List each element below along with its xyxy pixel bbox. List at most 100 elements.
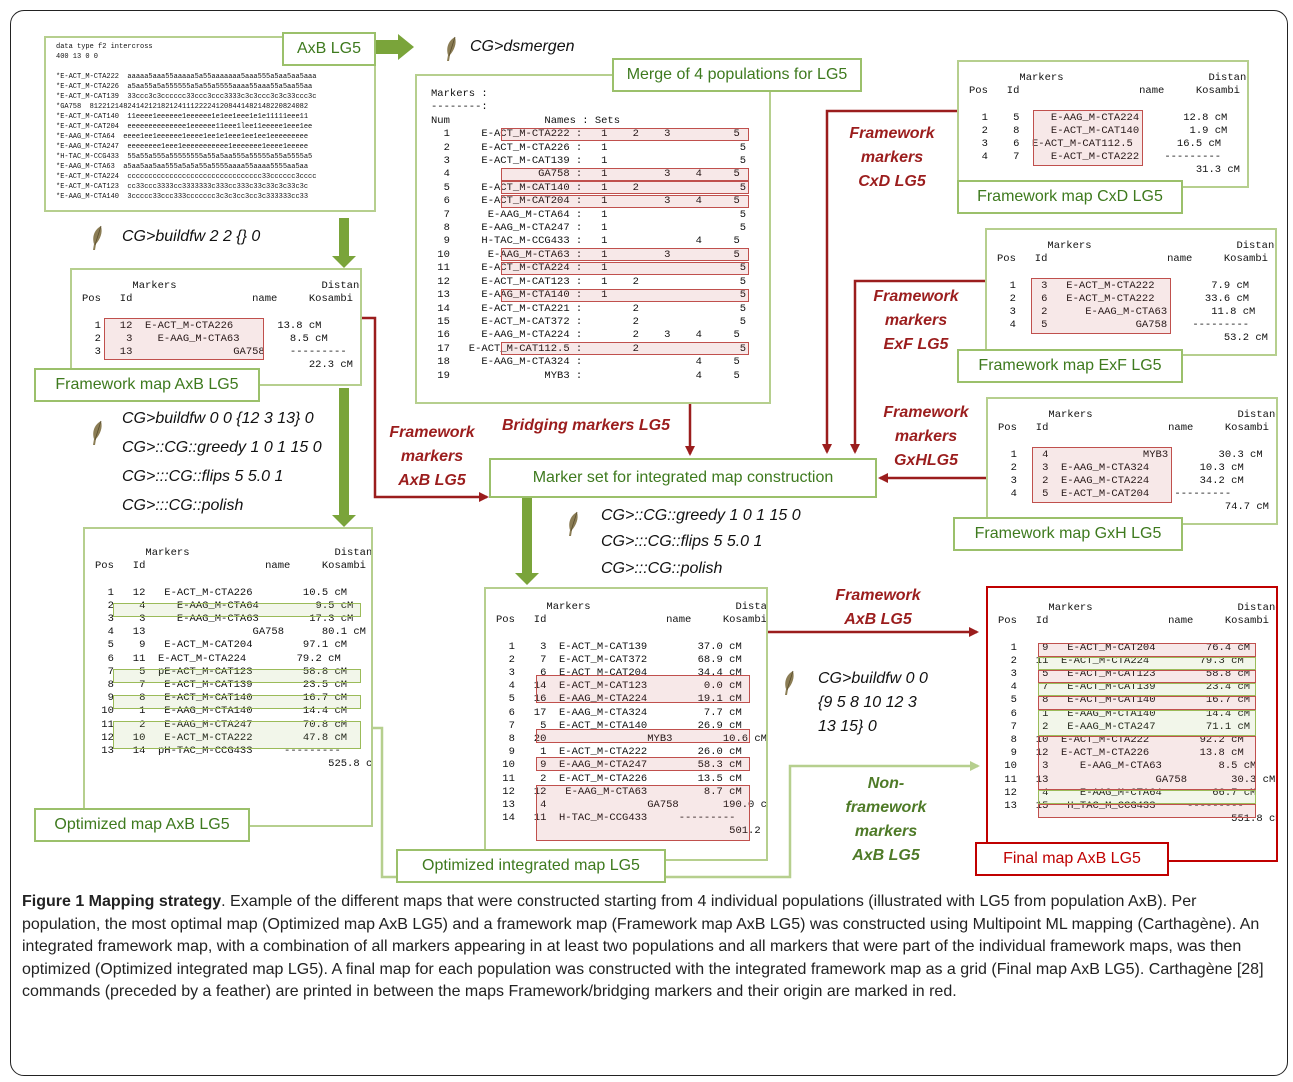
merge-title: Merge of 4 populations for LG5	[612, 58, 862, 92]
axb-lg5-title: AxB LG5	[282, 32, 376, 66]
opt-int-title: Optimized integrated map LG5	[396, 849, 666, 883]
table-row: 8 E-AAG_M-CTA247 : 1 5	[431, 222, 747, 235]
table-row: 22.3 cM	[82, 359, 353, 372]
highlight-box	[1038, 790, 1256, 804]
highlight-box	[1038, 696, 1256, 710]
figure-frame	[10, 10, 1288, 1076]
fw-gxh-title: Framework map GxH LG5	[953, 517, 1183, 551]
merge-box: Markers :--------:Num Names : Sets 1 E-A…	[415, 74, 771, 404]
table-row: 5 9 E-ACT_M-CAT204 97.1 cM	[95, 639, 348, 652]
highlight-box	[501, 262, 749, 275]
green-arrow-set-to-int	[515, 497, 539, 585]
table-row: *E-ACT_M-CAT139 33ccc3c3cccccc33ccc3ccc3…	[56, 93, 317, 101]
table-row: 9 1 E-ACT_M-CTA222 26.0 cM	[496, 746, 742, 759]
table-row: 1 3 E-ACT_M-CAT139 37.0 cM	[496, 640, 742, 653]
table-row: 18 E-AAG_M-CTA324 : 4 5	[431, 356, 740, 369]
table-row: 10 9 E-AAG_M-CTA247 58.3 cM	[496, 759, 742, 772]
table-row: Markers Distance	[998, 602, 1278, 614]
highlight-box	[1031, 278, 1171, 334]
cmd-greedy1: CG>::CG::greedy 1 0 1 15 0	[122, 439, 322, 456]
cmd-dsmergen: CG>dsmergen	[470, 38, 575, 55]
table-row: 551.8 cM	[998, 813, 1278, 826]
table-row: *E-ACT_M-CAT123 cc33ccc3333cc3333333c333…	[56, 183, 309, 191]
table-row: 7 2 E-AAG_M-CTA247 71.1 cM	[998, 720, 1251, 733]
table-row: 3 6 E-ACT_M-CAT112.5 16.5 cM	[969, 138, 1222, 151]
table-row: 1 9 E-ACT_M-CAT204 76.4 cM	[998, 641, 1251, 654]
table-row: 501.2 cM	[496, 825, 768, 838]
table-row: 1 3 E-ACT_M-CTA222 7.9 cM	[997, 279, 1250, 292]
red-arrow-exf	[850, 279, 1030, 454]
table-row: Markers Distance	[496, 601, 768, 613]
table-row: 4 GA758 : 1 3 4 5	[431, 168, 740, 181]
cmd-buildfw2: CG>buildfw 0 0 {12 3 13} 0	[122, 410, 314, 427]
table-row: 10 E-AAG_M-CTA63 : 1 3 5	[431, 248, 740, 261]
table-row: 6 E-ACT_M-CAT204 : 1 3 4 5	[431, 195, 740, 208]
table-row: *E-AAG_M-CTA247 eeeeeeee1eee1eeeeeeeeeee…	[56, 143, 309, 151]
table-row: 7 5 pE-ACT_M-CAT123 58.8 cM	[95, 665, 348, 678]
table-row: 3 6 E-ACT_M-CAT204 34.4 cM	[496, 667, 742, 680]
table-row	[95, 573, 371, 586]
cmd-buildfw3-l1: CG>buildfw 0 0	[818, 670, 928, 687]
label-bridging: Bridging markers LG5	[501, 417, 671, 434]
fw-cxd-title: Framework map CxD LG5	[957, 180, 1183, 214]
highlight-box	[1038, 736, 1256, 790]
table-row: Markers Distance	[998, 409, 1278, 421]
green-arrow-axb-to-fw	[332, 218, 356, 268]
table-row: 3 13 GA758 ---------	[82, 346, 347, 359]
table-row: data type f2 intercross	[56, 43, 153, 51]
fw-axb-title: Framework map AxB LG5	[34, 368, 260, 402]
table-row: 31.3 cM	[969, 164, 1240, 177]
highlight-box	[501, 289, 749, 302]
table-row: 7 5 E-ACT_M-CTA140 26.9 cM	[496, 719, 742, 732]
table-row: 2 3 E-AAG_M-CTA63 8.5 cM	[82, 332, 328, 345]
cmd-buildfw3-l2: {9 5 8 10 12 3	[818, 694, 917, 711]
opt-axb-title: Optimized map AxB LG5	[34, 808, 250, 842]
table-row: 12 E-ACT_M-CAT123 : 1 2 5	[431, 275, 747, 288]
table-row: *E-ACT_M-CTA224 cccccccccccccccccccccccc…	[56, 173, 317, 181]
table-row: --------:	[431, 101, 488, 114]
table-row: 15 E-ACT_M-CAT372 : 2 5	[431, 315, 747, 328]
highlight-box	[536, 757, 750, 771]
highlight-box	[536, 729, 750, 743]
table-row: 5 8 E-ACT_M-CAT140 16.7 cM	[998, 694, 1251, 707]
table-row: Pos Id name Kosambi	[95, 560, 366, 573]
table-row: 74.7 cM	[998, 501, 1269, 514]
highlight-box	[501, 168, 749, 181]
table-row: 16 E-AAG_M-CTA224 : 2 3 4 5	[431, 329, 740, 342]
table-row: 10 3 E-AAG_M-CTA63 8.5 cM	[998, 760, 1257, 773]
caption-bold: Figure 1 Mapping strategy	[22, 893, 222, 910]
table-row: 7 E-AAG_M-CTA64 : 1 5	[431, 208, 747, 221]
highlight-box	[501, 248, 749, 261]
highlight-box	[113, 721, 361, 749]
highlight-box	[1032, 447, 1172, 503]
table-row: 1 E-ACT_M-CTA222 : 1 2 3 5	[431, 128, 740, 141]
highlight-box	[1038, 643, 1256, 657]
table-row: Markers Distance	[95, 547, 373, 559]
table-row: 525.8 cM	[95, 758, 373, 771]
table-row: 3 2 E-AAG_M-CTA224 34.2 cM	[998, 475, 1244, 488]
table-row: 400 13 0 0	[56, 53, 99, 61]
table-row: 4 14 E-ACT_M-CAT123 0.0 cM	[496, 680, 742, 693]
cmd-polish1: CG>:::CG::polish	[122, 497, 244, 514]
highlight-box	[113, 695, 361, 709]
table-row: 2 4 E-AAG_M-CTA64 9.5 cM	[95, 599, 354, 612]
table-row: 2 E-ACT_M-CTA226 : 1 5	[431, 141, 747, 154]
table-row: *E-ACT_M-CTA226 a5aa55a5a555555a5a55a555…	[56, 83, 313, 91]
highlight-box	[1038, 710, 1256, 736]
table-row: 2 3 E-AAG_M-CTA324 10.3 cM	[998, 461, 1244, 474]
table-row: 9 H-TAC_M-CCG433 : 1 4 5	[431, 235, 740, 248]
highlight-box	[113, 603, 361, 617]
table-row: 3 5 E-ACT_M-CAT123 58.8 cM	[998, 668, 1251, 681]
table-row: 4 7 E-ACT_M-CTA222 ---------	[969, 151, 1222, 164]
marker-set-title: Marker set for integrated map constructi…	[489, 458, 877, 498]
raw-data-table: data type f2 intercross 400 13 0 0 *E-ACT…	[56, 42, 374, 210]
